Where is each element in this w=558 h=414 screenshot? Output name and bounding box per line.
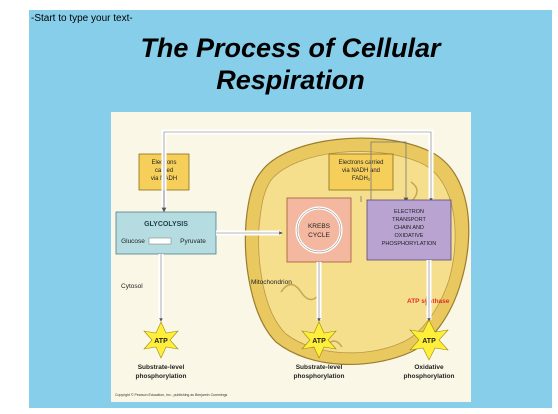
glycolysis-box	[115, 211, 217, 255]
slide: -Start to type your text- The Process of…	[29, 10, 552, 408]
krebs-label-line2: CYCLE	[308, 232, 330, 239]
mitochondrion-label: Mitochondrion	[251, 279, 292, 286]
cellular-respiration-diagram: Electrons carried via NADH Electrons car…	[111, 112, 471, 402]
cristae	[280, 181, 432, 348]
slide-title[interactable]: The Process of Cellular Respiration	[29, 32, 552, 96]
pyruvate-label: Pyruvate	[180, 238, 206, 245]
copyright-text: Copyright © Pearson Education, Inc., pub…	[115, 393, 228, 397]
atp-label-3-line2: phosphorylation	[404, 373, 455, 380]
placeholder-hint[interactable]: -Start to type your text-	[31, 13, 133, 24]
atp-star-2: ATP	[301, 321, 337, 359]
atp-label-1-line1: Substrate-level	[138, 364, 185, 371]
atp-label-2-line2: phosphorylation	[294, 373, 345, 380]
glucose-label: Glucose	[121, 238, 145, 245]
electrons-fadh-line2: via NADH and	[342, 168, 380, 174]
atp-label-1-line2: phosphorylation	[136, 373, 187, 380]
glycolysis-label: GLYCOLYSIS	[144, 221, 188, 228]
electrons-fadh-line3: FADH₂	[352, 176, 371, 182]
atp-label-2-line1: Substrate-level	[296, 364, 343, 371]
krebs-label-line1: KREBS	[308, 223, 331, 230]
etc-line5: PHOSPHORYLATION	[382, 241, 437, 247]
etc-box	[366, 199, 452, 261]
etc-line2: TRANSPORT	[392, 217, 426, 223]
title-line-2: Respiration	[216, 65, 365, 95]
title-line-1: The Process of Cellular	[140, 33, 441, 63]
etc-line3: CHAIN AND	[394, 225, 424, 231]
electrons-fadh-line1: Electrons carried	[338, 160, 383, 166]
atp-star-3: ATP	[409, 319, 449, 361]
electrons-nadh-fadh-box	[328, 153, 394, 191]
atp-text-2: ATP	[312, 338, 326, 345]
etc-line1: ELECTRON	[394, 209, 424, 215]
arrow-glycolysis-to-top-outline	[163, 131, 433, 210]
atp-text-3: ATP	[422, 338, 436, 345]
arrow-krebs-to-etc	[360, 141, 406, 202]
glucose-pyruvate-arrow	[148, 237, 172, 245]
atp-label-3-line1: Oxidative	[414, 364, 444, 371]
atp-star-1: ATP	[143, 321, 179, 359]
etc-line4: OXIDATIVE	[395, 233, 424, 239]
atp-text-1: ATP	[154, 338, 168, 345]
cytosol-label: Cytosol	[121, 283, 143, 290]
diagram-svg: Electrons carried via NADH Electrons car…	[115, 129, 470, 397]
